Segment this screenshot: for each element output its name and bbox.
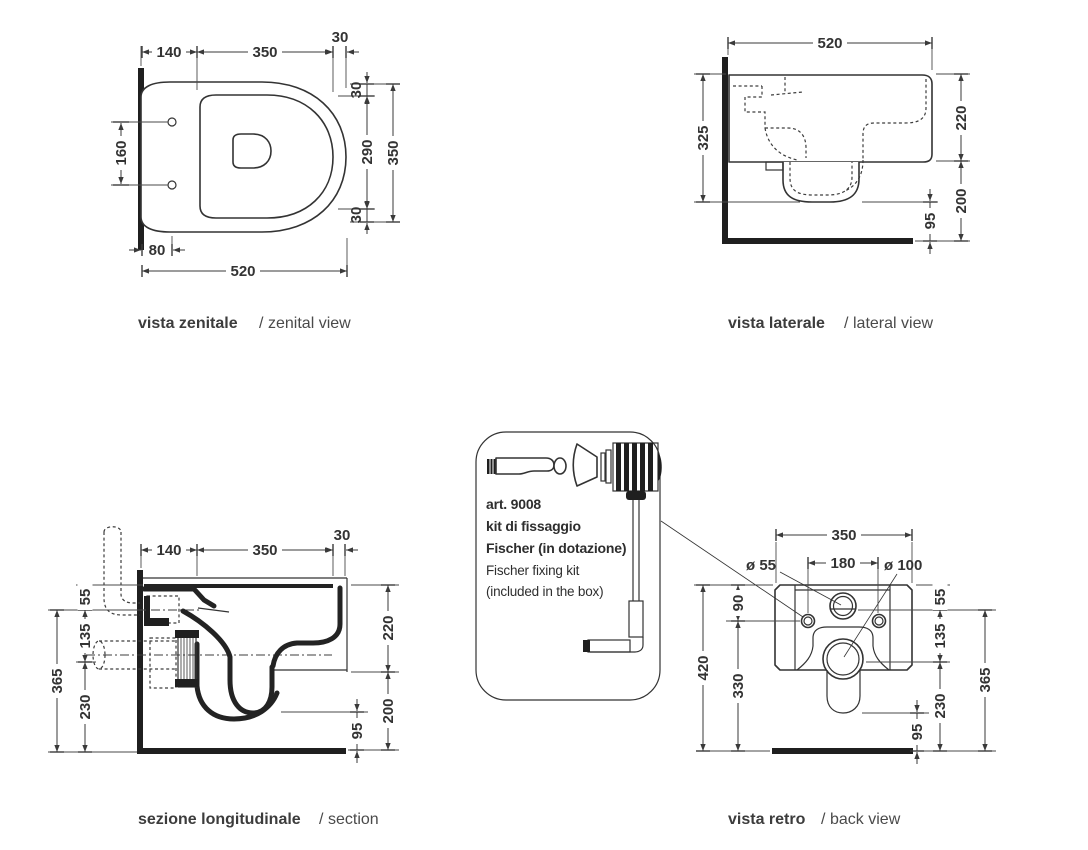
dimension-label: 160 — [113, 140, 130, 165]
dimension-labels: 140 350 30 160 80 520 30 290 30 350 — [113, 29, 402, 280]
dimension-label: 520 — [230, 263, 255, 280]
caption-lateral-sep: / — [844, 315, 849, 332]
detail-leader — [660, 520, 804, 618]
dimension-label: 80 — [149, 242, 166, 259]
section-drawing — [86, 526, 348, 754]
caption-back-it: vista retro — [728, 811, 806, 828]
dimension-label: 290 — [359, 139, 376, 164]
dimension-label: 55 — [77, 589, 94, 606]
zenital-view: 140 350 30 160 80 520 30 290 30 350 — [111, 29, 402, 280]
detail-art-number: art. 9008 — [486, 496, 541, 512]
trap-outlet — [782, 162, 860, 203]
wall-bar — [722, 57, 728, 244]
dimension-label: 350 — [252, 44, 277, 61]
dimension-label: 90 — [730, 595, 747, 612]
dimension-label: 365 — [49, 668, 66, 693]
dimension-label: 30 — [334, 527, 351, 544]
caption-section-sep: / — [319, 811, 324, 828]
caption-zenital-it: vista zenitale — [138, 315, 238, 332]
dimension-label: 220 — [380, 615, 397, 640]
dia100-leader — [843, 573, 898, 658]
bowl-hole — [232, 133, 272, 169]
dimension-label: 95 — [349, 723, 366, 740]
dimension-label: 350 — [252, 542, 277, 559]
dimension-label: 135 — [932, 623, 949, 648]
caption-section-en: section — [328, 811, 379, 828]
flush-inlet-section — [141, 586, 217, 609]
fixing-tab — [765, 161, 784, 171]
trap-section — [194, 641, 280, 722]
detail-brand-label-it: Fischer (in dotazione) — [486, 540, 626, 556]
bowl-outline — [728, 74, 933, 163]
flush-fixing-bolt-drawing — [572, 442, 662, 653]
dimension-label: 55 — [932, 589, 949, 606]
dimension-label: 230 — [932, 693, 949, 718]
dimension-label: 180 — [830, 555, 855, 572]
detail-included-label-en: (included in the box) — [486, 584, 603, 599]
dimension-label: 200 — [953, 188, 970, 213]
dimension-label: 325 — [695, 125, 712, 150]
dimension-label: 330 — [730, 673, 747, 698]
dimension-label: 420 — [695, 655, 712, 680]
dimension-label: 30 — [332, 29, 349, 46]
section-view: 140 350 30 55 135 230 365 220 200 95 — [48, 526, 399, 763]
dimension-label: 140 — [156, 44, 181, 61]
dimension-label: 95 — [909, 724, 926, 741]
dimension-label: ø 100 — [884, 557, 922, 574]
caption-lateral-it: vista laterale — [728, 315, 825, 332]
view-captions: vista zenitale / zenital view vista late… — [138, 315, 933, 828]
back-view: 350 180 ø 55 ø 100 420 90 330 55 135 230… — [694, 527, 996, 764]
caption-zenital-sep: / — [259, 315, 264, 332]
lateral-view: 520 325 220 200 95 — [694, 35, 970, 254]
back-drawing — [772, 571, 913, 754]
lateral-drawing — [722, 57, 933, 244]
back-wall-section — [270, 585, 343, 669]
outlet-hole — [822, 638, 864, 680]
dimension-label: 230 — [77, 694, 94, 719]
detail-kit-label-en: Fischer fixing kit — [486, 563, 580, 578]
dia55-leader — [779, 571, 842, 606]
caption-section-it: sezione longitudinale — [138, 811, 301, 828]
detail-kit-label-it: kit di fissaggio — [486, 518, 581, 534]
dimension-labels: 350 180 ø 55 ø 100 420 90 330 55 135 230… — [695, 527, 994, 745]
dimension-label: 30 — [348, 207, 365, 224]
zenital-dimensions: 140 350 30 160 80 520 30 290 30 350 — [111, 29, 402, 280]
floor-bar — [722, 238, 913, 244]
wall-plug-drawing — [487, 457, 567, 475]
detail-box-outline — [475, 431, 661, 701]
section-dimensions: 140 350 30 55 135 230 365 220 200 95 — [48, 527, 399, 763]
outlet-silhouette — [826, 670, 861, 714]
dimension-labels: 520 325 220 200 95 — [695, 35, 970, 234]
lateral-dimensions: 520 325 220 200 95 — [694, 35, 970, 254]
dimension-label: 30 — [348, 82, 365, 99]
caption-lateral-en: lateral view — [853, 315, 933, 332]
inlet-pipe-dashed — [103, 532, 140, 616]
dimension-label: 95 — [922, 213, 939, 230]
back-dimensions: 350 180 ø 55 ø 100 420 90 330 55 135 230… — [694, 527, 996, 764]
wall-bar — [137, 570, 143, 754]
zenital-drawing — [138, 68, 347, 250]
dimension-label: 520 — [817, 35, 842, 52]
dimension-label: 350 — [831, 527, 856, 544]
floor-bar — [137, 748, 346, 754]
dimension-label: 365 — [977, 667, 994, 692]
floor-bar — [772, 748, 913, 754]
detail-box-text: art. 9008 kit di fissaggio Fischer (in d… — [486, 496, 626, 599]
dimension-labels: 140 350 30 55 135 230 365 220 200 95 — [49, 527, 397, 744]
dimension-label: 135 — [77, 623, 94, 648]
dimension-label: ø 55 — [746, 557, 776, 574]
caption-back-en: back view — [830, 811, 901, 828]
flange-hatched — [175, 630, 199, 688]
fixing-kit-detail-box: art. 9008 kit di fissaggio Fischer (in d… — [475, 431, 804, 701]
caption-back-sep: / — [821, 811, 826, 828]
dimension-label: 140 — [156, 542, 181, 559]
dimension-label: 220 — [953, 105, 970, 130]
dimension-label: 200 — [380, 698, 397, 723]
caption-zenital-en: zenital view — [268, 315, 351, 332]
dimension-label: 350 — [385, 140, 402, 165]
bowl-silhouette — [796, 626, 890, 671]
